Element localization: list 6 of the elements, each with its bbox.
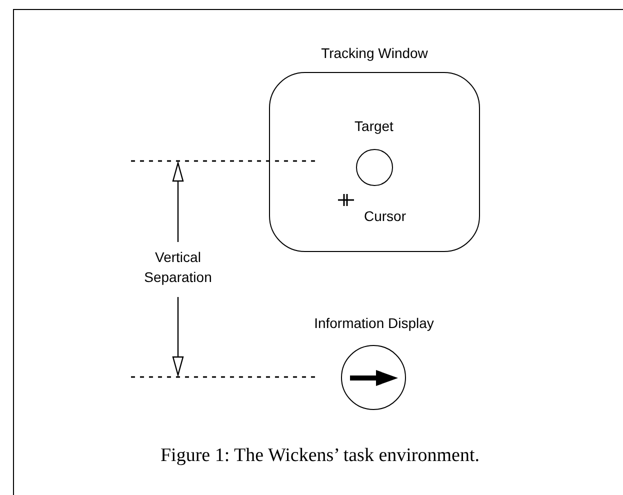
target-label: Target bbox=[354, 117, 394, 135]
dimension-label: Vertical Separation bbox=[143, 248, 213, 287]
figure-caption: Figure 1: The Wickens’ task environment. bbox=[159, 444, 480, 468]
display-title: Information Display bbox=[313, 314, 435, 332]
window-title: Tracking Window bbox=[320, 44, 429, 62]
cursor-label: Cursor bbox=[364, 207, 406, 225]
